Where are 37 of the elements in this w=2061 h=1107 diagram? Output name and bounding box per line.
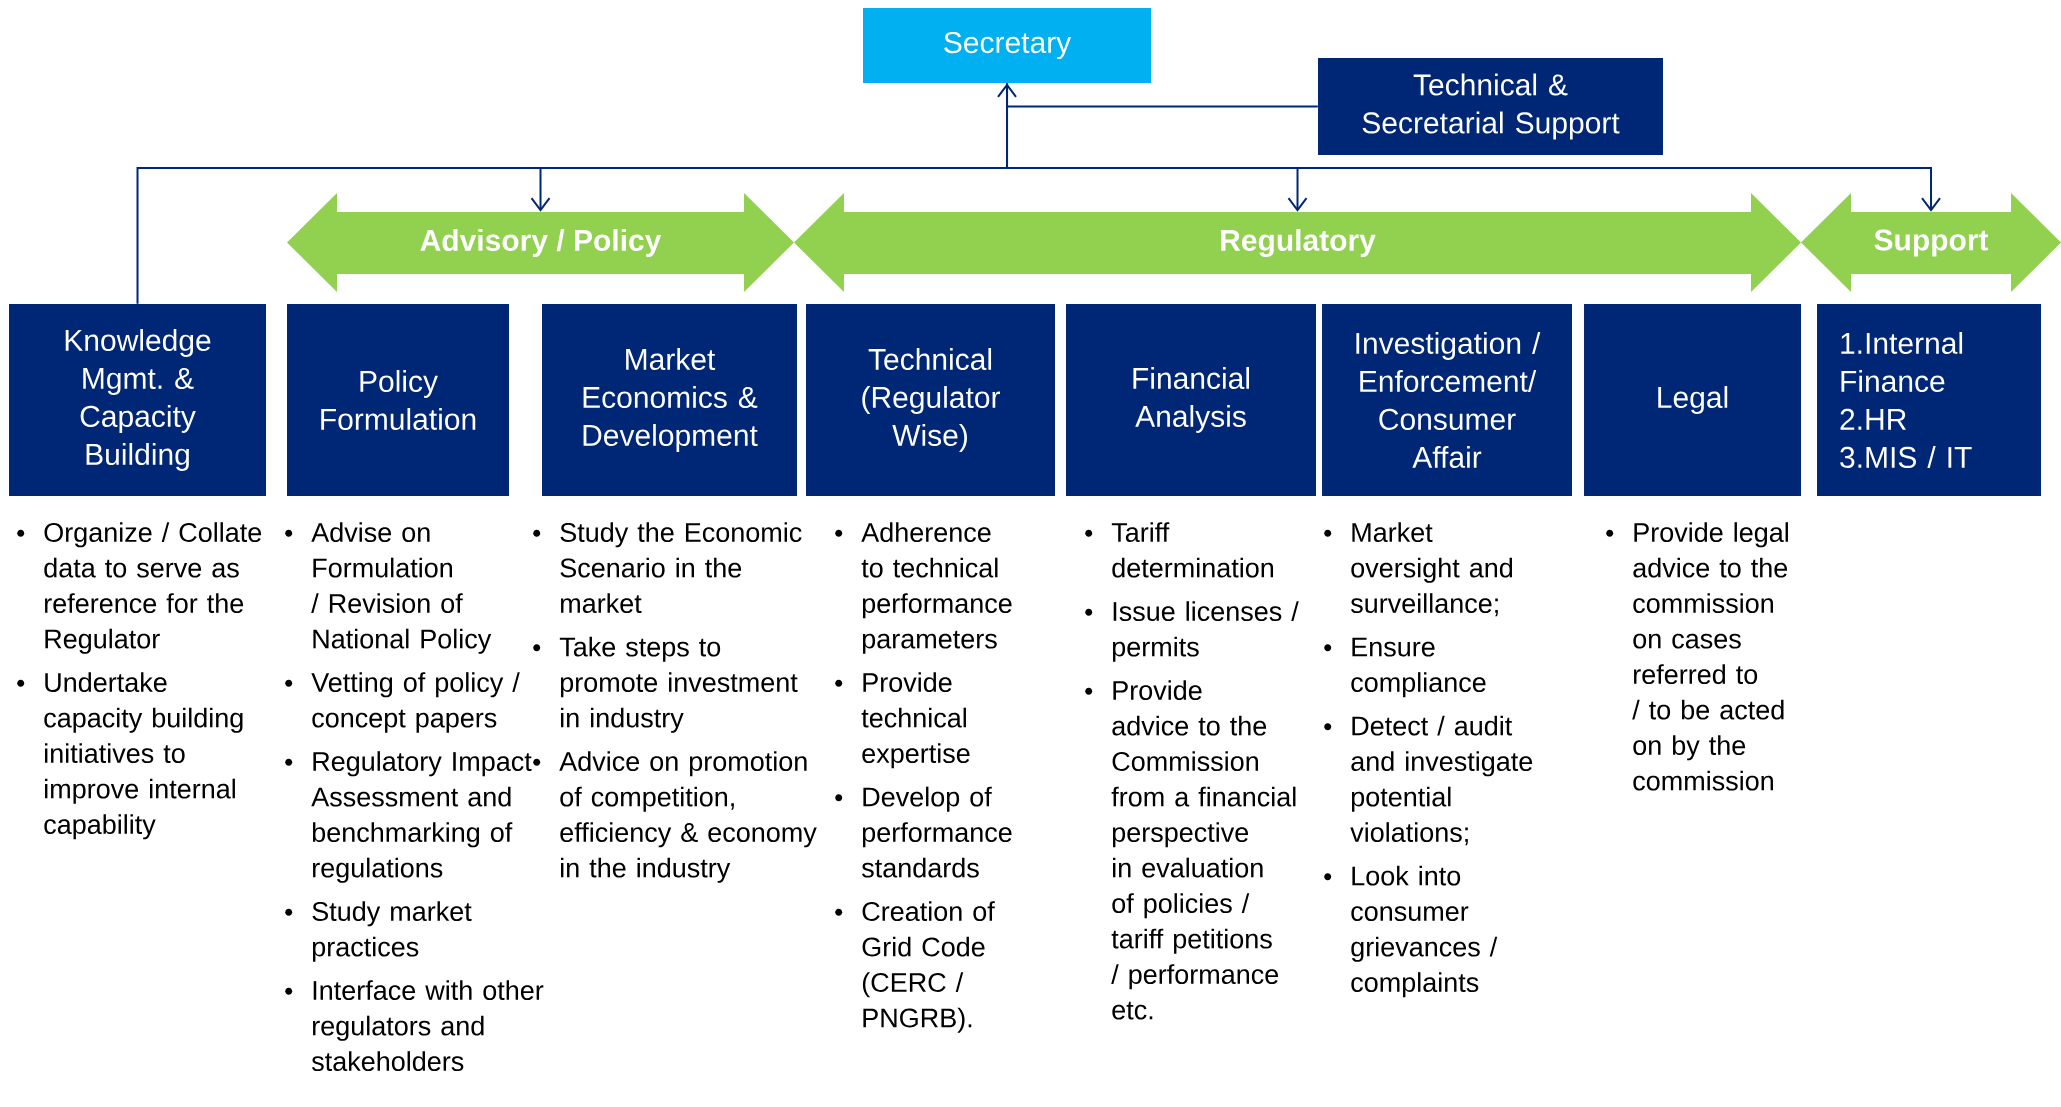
bullet-item: Study the Economic Scenario in the market <box>533 522 802 614</box>
org-box: Knowledge Mgmt. & Capacity Building <box>9 304 266 496</box>
bullet-item: Provide legal advice to the commission on cases referred to / to be acted on by the commission <box>1606 522 1788 791</box>
bullet-item: Provide advice to the Commission from a financial perspective in evaluation of policies / tariff petitions / performance etc. <box>1085 680 1296 1020</box>
org-box: Market Economics & Development <box>542 304 797 496</box>
org-box: Technical (Regulator Wise) <box>806 304 1055 496</box>
bullet-item: Market oversight and surveillance; <box>1324 522 1513 617</box>
category-banner: Support <box>1801 193 2061 292</box>
connector <box>136 82 1008 305</box>
category-banner: Regulatory <box>794 193 1801 292</box>
org-box: 1.Internal Finance 2.HR 3.MIS / IT <box>1817 304 2041 496</box>
bullet-item: Advise on Formulation / Revision of National Policy <box>285 522 492 654</box>
org-box: Policy Formulation <box>287 304 509 496</box>
org-box: Investigation / Enforcement/ Consumer Affair <box>1322 304 1572 496</box>
bullet-item: Creation of Grid Code (CERC / PNGRB). <box>835 901 995 1033</box>
bullet-item: Look into consumer grievances / complaints <box>1324 865 1498 998</box>
category-banner: Advisory / Policy <box>287 193 794 292</box>
bullet-item: Provide technical expertise <box>835 672 970 769</box>
bullet-item: Organize / Collate data to serve as reference for the Regulator <box>17 522 262 654</box>
bullet-item: Adherence to technical performance parameters <box>835 522 1012 654</box>
bullet-item: Develop of performance standards <box>835 786 1012 878</box>
bullet-item: Advice on promotion of competition, efficiency & economy in the industry <box>533 751 817 883</box>
org-box: Legal <box>1584 304 1801 496</box>
org-box: Technical & Secretarial Support <box>1318 58 1663 155</box>
bullet-item: Study market practices <box>285 901 472 962</box>
bullet-item: Tariff determination <box>1085 522 1274 578</box>
bullet-item: Regulatory Impact Assessment and benchmarking of regulations <box>285 751 532 883</box>
org-box: Secretary <box>863 8 1151 83</box>
org-box: Financial Analysis <box>1066 304 1316 496</box>
bullet-item: Issue licenses / permits <box>1085 601 1299 662</box>
bullet-item: Ensure compliance <box>1324 637 1486 698</box>
connector <box>997 83 1319 108</box>
bullet-item: Take steps to promote investment in industry <box>533 636 798 733</box>
bullet-item: Interface with other regulators and stakeholders <box>285 980 544 1071</box>
bullet-item: Detect / audit and investigate potential violations; <box>1324 715 1533 846</box>
bullet-item: Vetting of policy / concept papers <box>285 672 520 733</box>
bullet-item: Undertake capacity building initiatives to improve internal capability <box>17 672 243 840</box>
